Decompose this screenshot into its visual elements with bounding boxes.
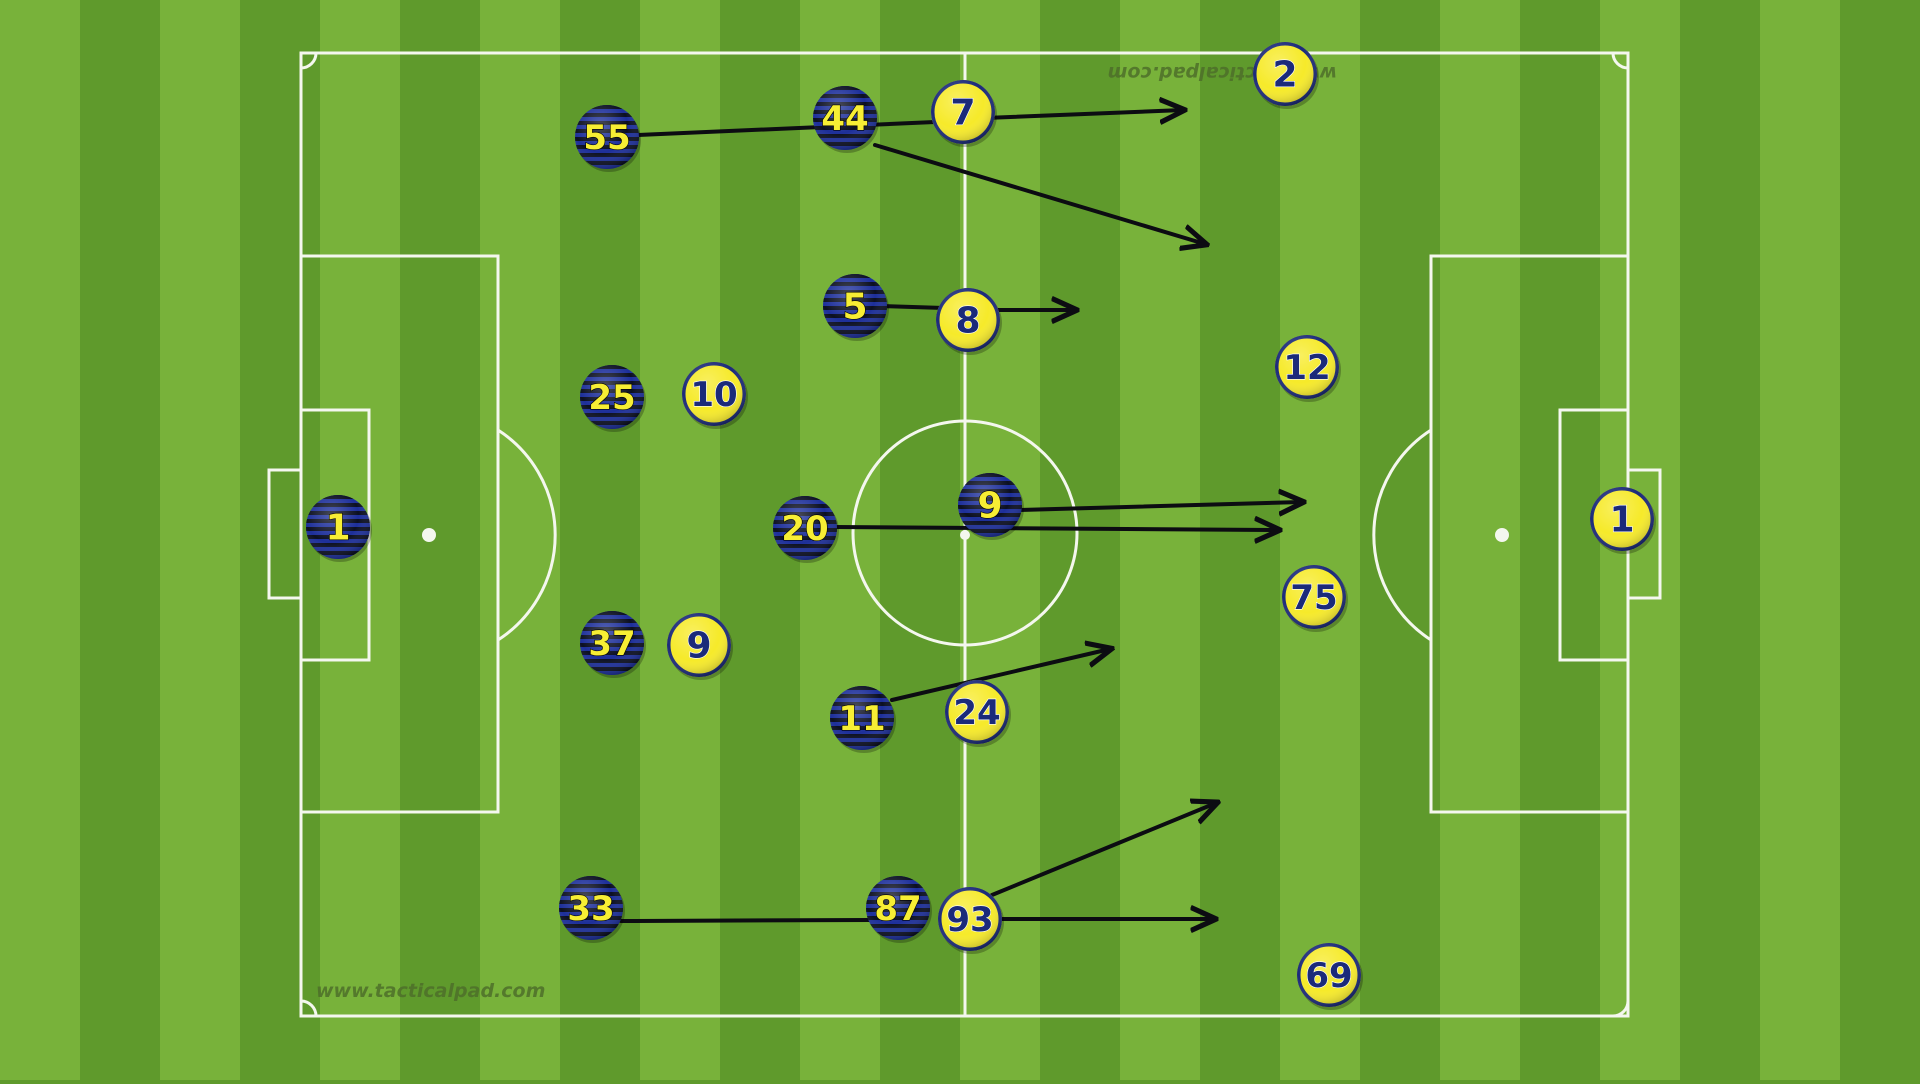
player-number: 1 xyxy=(325,508,350,549)
arrow-9-run xyxy=(1018,502,1302,510)
player-token-yellow-8[interactable]: 8 xyxy=(936,288,1002,355)
arrow-55-to-7 xyxy=(636,119,960,137)
player-number: 69 xyxy=(1305,956,1352,996)
player-token-striped-87[interactable]: 87 xyxy=(866,876,932,943)
player-token-striped-20[interactable]: 20 xyxy=(773,496,839,563)
arrow-7-run xyxy=(983,110,1183,118)
player-token-striped-55[interactable]: 55 xyxy=(575,105,641,172)
centre-circle xyxy=(851,419,1079,647)
corner-arc-bottom-right xyxy=(1612,1000,1630,1018)
arrow-44-run xyxy=(873,143,1205,244)
player-number: 11 xyxy=(838,699,885,739)
grass-stripe xyxy=(1840,0,1920,1080)
player-number: 20 xyxy=(781,509,828,549)
grass-stripe xyxy=(1280,0,1360,1080)
player-token-yellow-69[interactable]: 69 xyxy=(1297,943,1363,1010)
player-token-yellow-7[interactable]: 7 xyxy=(931,80,997,147)
grass-stripe xyxy=(0,0,80,1080)
arrow-11-run xyxy=(890,649,1110,702)
grass-stripe xyxy=(80,0,160,1080)
player-token-yellow-75[interactable]: 75 xyxy=(1282,565,1348,632)
player-number: 9 xyxy=(977,486,1002,527)
arrow-20-run xyxy=(833,527,1278,530)
player-number: 25 xyxy=(588,378,635,418)
player-number: 75 xyxy=(1290,578,1337,618)
grass-stripe xyxy=(640,0,720,1080)
grass-stripe xyxy=(1120,0,1200,1080)
arrow-5-to-8 xyxy=(878,304,946,310)
players-layer: 55 44 5 25 1 20 9 37 11 33 87 2 7 8 10 12 1 75 9 24 93 69 xyxy=(306,42,1656,1010)
player-number: 24 xyxy=(953,693,1000,733)
player-number: 9 xyxy=(686,626,711,667)
player-token-striped-11[interactable]: 11 xyxy=(830,686,896,753)
player-number: 44 xyxy=(821,99,868,139)
grass-stripe xyxy=(1440,0,1520,1080)
player-number: 10 xyxy=(690,375,737,415)
movement-arrows xyxy=(619,110,1302,923)
player-number: 87 xyxy=(874,889,921,929)
player-token-striped-44[interactable]: 44 xyxy=(813,86,879,153)
player-token-yellow-1[interactable]: 1 xyxy=(1590,487,1656,554)
player-token-yellow-93[interactable]: 93 xyxy=(938,887,1004,954)
watermark-bottom-left: www.tacticalpad.com xyxy=(316,980,545,1002)
penalty-arc-left xyxy=(497,428,557,642)
player-token-yellow-24[interactable]: 24 xyxy=(945,680,1011,747)
penalty-spot-left xyxy=(422,528,436,542)
player-token-striped-33[interactable]: 33 xyxy=(559,876,625,943)
player-token-striped-25[interactable]: 25 xyxy=(580,365,646,432)
player-number: 55 xyxy=(583,118,630,158)
player-number: 1 xyxy=(1609,500,1634,541)
penalty-arc-right xyxy=(1372,428,1432,642)
corner-arc-bottom-left xyxy=(300,999,318,1017)
player-number: 5 xyxy=(842,287,867,328)
player-token-striped-1[interactable]: 1 xyxy=(306,495,372,562)
grass-stripe xyxy=(1680,0,1760,1080)
grass-stripe xyxy=(160,0,240,1080)
player-number: 7 xyxy=(950,93,975,134)
player-number: 12 xyxy=(1283,348,1330,388)
centre-spot xyxy=(960,530,970,540)
player-token-yellow-9[interactable]: 9 xyxy=(667,613,733,680)
corner-arc-top-right xyxy=(1611,52,1629,70)
player-number: 33 xyxy=(567,889,614,929)
player-token-striped-37[interactable]: 37 xyxy=(580,611,646,678)
penalty-spot-right xyxy=(1495,528,1509,542)
player-number: 93 xyxy=(946,900,993,940)
player-number: 2 xyxy=(1272,55,1297,96)
grass-stripe xyxy=(400,0,480,1080)
grass-stripe xyxy=(1040,0,1120,1080)
grass-stripe xyxy=(1760,0,1840,1080)
arrow-93-run-wide xyxy=(990,803,1216,897)
player-token-yellow-10[interactable]: 10 xyxy=(682,362,748,429)
player-token-striped-5[interactable]: 5 xyxy=(823,274,889,341)
player-number: 37 xyxy=(588,624,635,664)
arrow-33-to-87 xyxy=(619,918,872,923)
grass-stripe xyxy=(1360,0,1440,1080)
player-number: 8 xyxy=(955,301,980,342)
grass-stripe xyxy=(480,0,560,1080)
player-token-striped-9[interactable]: 9 xyxy=(958,473,1024,540)
corner-arc-top-left xyxy=(300,52,318,70)
goal-left xyxy=(267,468,303,600)
grass-stripe xyxy=(240,0,320,1080)
player-token-yellow-2[interactable]: 2 xyxy=(1253,42,1319,109)
player-token-yellow-12[interactable]: 12 xyxy=(1275,335,1341,402)
